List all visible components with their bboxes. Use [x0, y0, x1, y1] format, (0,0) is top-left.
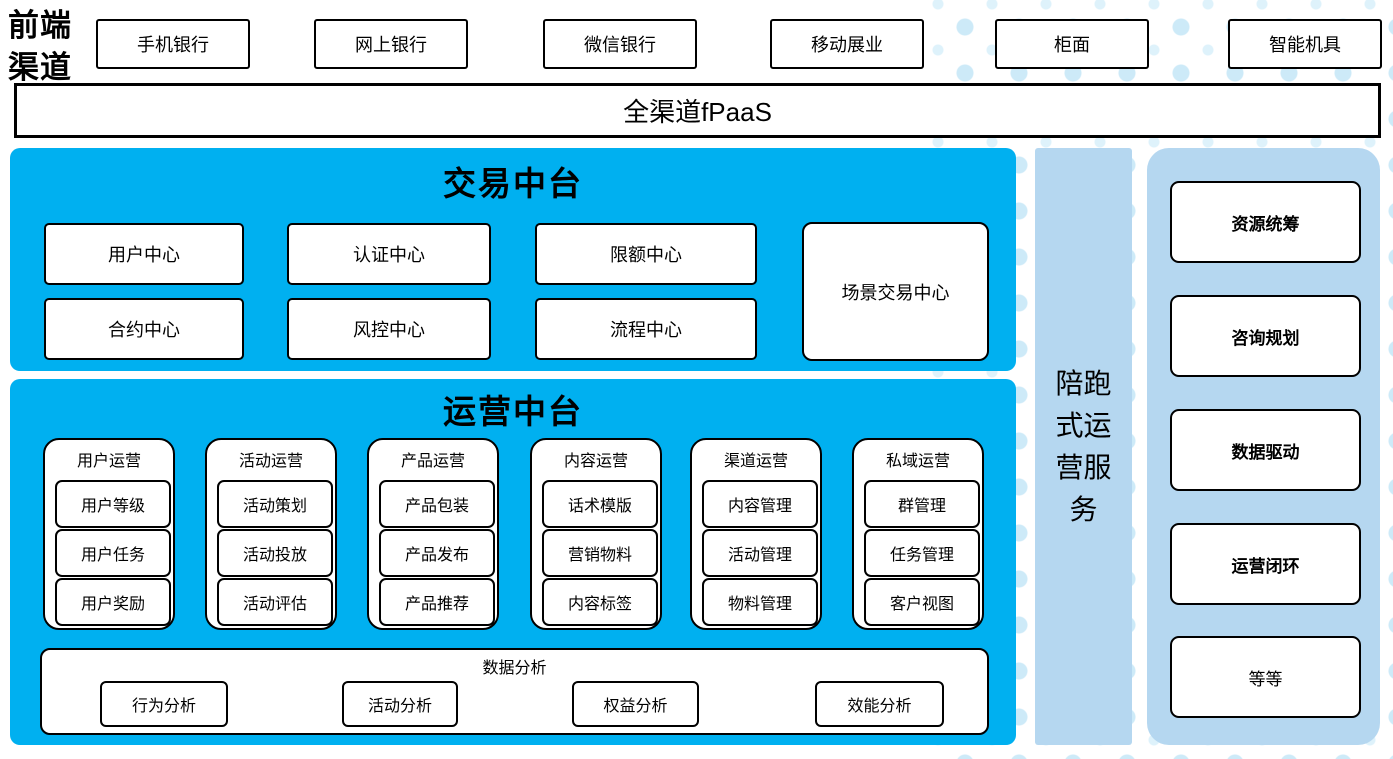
- ops-item: 活动策划: [217, 480, 333, 528]
- companion-service-label: 陪跑式运营服务: [1055, 367, 1112, 525]
- center-box-user: 用户中心: [44, 223, 244, 285]
- ops-column-channel: 渠道运营 内容管理 活动管理 物料管理: [690, 438, 822, 630]
- analysis-item-activity: 活动分析: [342, 681, 458, 727]
- center-box-risk: 风控中心: [287, 298, 491, 360]
- right-item-resource-coordination: 资源统筹: [1170, 181, 1361, 263]
- scene-transaction-center-box: 场景交易中心: [802, 222, 989, 361]
- channel-box-counter: 柜面: [995, 19, 1149, 69]
- ops-item: 话术模版: [542, 480, 658, 528]
- ops-item: 营销物料: [542, 529, 658, 577]
- operations-panel: 运营中台 用户运营 用户等级 用户任务 用户奖励 活动运营 活动策划 活动投放 …: [10, 379, 1016, 745]
- ops-item: 群管理: [864, 480, 980, 528]
- right-item-etc: 等等: [1170, 636, 1361, 718]
- ops-item: 活动管理: [702, 529, 818, 577]
- ops-column-product: 产品运营 产品包装 产品发布 产品推荐: [367, 438, 499, 630]
- right-item-consulting-planning: 咨询规划: [1170, 295, 1361, 377]
- analysis-item-efficiency: 效能分析: [815, 681, 944, 727]
- fpaas-bar: 全渠道fPaaS: [14, 83, 1381, 138]
- ops-item: 用户等级: [55, 480, 171, 528]
- transaction-panel-title: 交易中台: [443, 167, 583, 203]
- channel-box-mobile-outreach: 移动展业: [770, 19, 924, 69]
- ops-column-title: 私域运营: [885, 453, 950, 470]
- channel-box-online-banking: 网上银行: [314, 19, 468, 69]
- center-box-contract: 合约中心: [44, 298, 244, 360]
- data-analysis-panel: 数据分析 行为分析 活动分析 权益分析 效能分析: [40, 648, 989, 735]
- center-box-auth: 认证中心: [287, 223, 491, 285]
- center-box-process: 流程中心: [535, 298, 757, 360]
- right-item-operations-loop: 运营闭环: [1170, 523, 1361, 605]
- ops-item: 产品发布: [379, 529, 495, 577]
- ops-column-activity: 活动运营 活动策划 活动投放 活动评估: [205, 438, 337, 630]
- ops-item: 内容标签: [542, 578, 658, 626]
- operations-panel-title: 运营中台: [443, 395, 583, 431]
- ops-item: 产品推荐: [379, 578, 495, 626]
- center-box-limit: 限额中心: [535, 223, 757, 285]
- channel-box-wechat-banking: 微信银行: [543, 19, 697, 69]
- right-service-panel: 资源统筹 咨询规划 数据驱动 运营闭环 等等: [1147, 148, 1380, 745]
- ops-item: 活动投放: [217, 529, 333, 577]
- ops-item: 内容管理: [702, 480, 818, 528]
- ops-column-title: 用户运营: [76, 453, 141, 470]
- right-item-data-driven: 数据驱动: [1170, 409, 1361, 491]
- ops-item: 用户奖励: [55, 578, 171, 626]
- channel-box-mobile-banking: 手机银行: [96, 19, 250, 69]
- ops-column-title: 活动运营: [238, 453, 303, 470]
- analysis-item-behavior: 行为分析: [100, 681, 228, 727]
- ops-item: 活动评估: [217, 578, 333, 626]
- ops-column-title: 产品运营: [400, 453, 465, 470]
- analysis-item-rights: 权益分析: [572, 681, 699, 727]
- ops-item: 客户视图: [864, 578, 980, 626]
- transaction-panel: 交易中台 用户中心 认证中心 限额中心 合约中心 风控中心 流程中心 场景交易中…: [10, 148, 1016, 371]
- channel-box-smart-devices: 智能机具: [1228, 19, 1382, 69]
- ops-item: 物料管理: [702, 578, 818, 626]
- ops-item: 用户任务: [55, 529, 171, 577]
- ops-column-title: 内容运营: [563, 453, 628, 470]
- companion-service-bar: 陪跑式运营服务: [1035, 148, 1132, 745]
- ops-column-content: 内容运营 话术模版 营销物料 内容标签: [530, 438, 662, 630]
- ops-column-private-domain: 私域运营 群管理 任务管理 客户视图: [852, 438, 984, 630]
- ops-column-user: 用户运营 用户等级 用户任务 用户奖励: [43, 438, 175, 630]
- ops-item: 任务管理: [864, 529, 980, 577]
- front-channel-label: 前端渠道: [8, 8, 72, 85]
- ops-column-title: 渠道运营: [723, 453, 788, 470]
- ops-item: 产品包装: [379, 480, 495, 528]
- data-analysis-title: 数据分析: [482, 660, 547, 677]
